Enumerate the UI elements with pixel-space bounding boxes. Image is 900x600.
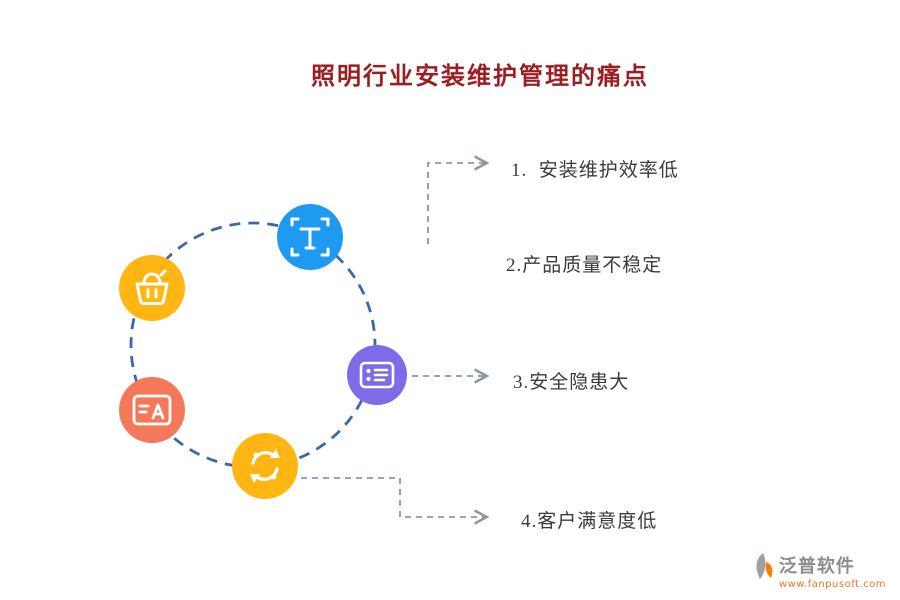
sync-icon <box>232 433 298 499</box>
translate-icon <box>119 377 185 443</box>
connector-pain-1 <box>427 163 486 244</box>
fanpu-logo-icon <box>756 553 773 579</box>
page-title: 照明行业安装维护管理的痛点 <box>311 64 649 90</box>
pain-point-label-4: 4.客户满意度低 <box>521 511 658 532</box>
logo-url: www.fanpusoft.com <box>778 579 886 590</box>
scan-text-icon <box>277 204 343 270</box>
basket-icon <box>119 255 185 321</box>
connector-pain-4 <box>301 477 486 517</box>
logo-name: 泛普软件 <box>778 556 855 577</box>
pain-point-label-1: 1. 安装维护效率低 <box>511 160 679 181</box>
pain-point-label-2: 2.产品质量不稳定 <box>506 255 663 276</box>
list-card-icon <box>347 345 407 405</box>
fanpu-watermark: 泛普软件 www.fanpusoft.com <box>753 552 886 590</box>
pain-point-label-3: 3.安全隐患大 <box>513 372 630 393</box>
